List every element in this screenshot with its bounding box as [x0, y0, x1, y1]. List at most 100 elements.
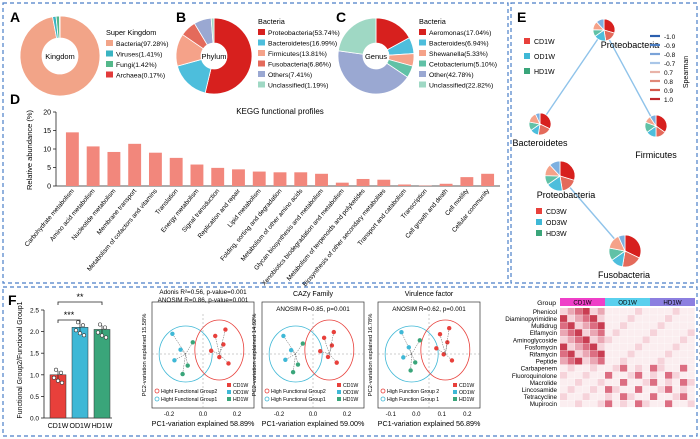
heatmap-cell-2-13	[657, 322, 665, 329]
sig-label-outer: **	[76, 292, 84, 302]
heatmap-cell-2-2	[575, 322, 583, 329]
heatmap-cell-6-10	[635, 350, 643, 358]
ratio-point-2-3	[98, 322, 103, 327]
heatmap-cell-0-9	[627, 308, 635, 315]
pcoa-cazy-title: CAZy Family	[293, 291, 334, 298]
kingdom-legend-swatch-3	[106, 71, 113, 78]
heatmap-column-label-0: CD1W	[573, 300, 591, 307]
heatmap-cell-3-3	[582, 329, 590, 337]
ratio-point-1-4	[82, 333, 87, 338]
heatmap-cell-13-8	[620, 400, 628, 408]
pcoa-cazy-legend-group-marker-1	[264, 396, 270, 402]
panel-letter-f: F	[8, 292, 17, 308]
pcoa-adonis-legend-series-0: CD1W	[233, 383, 248, 389]
kingdom-legend-label-0: Bacteria(97.28%)	[116, 41, 169, 48]
kegg-ylabel: Relative abundance (%)	[25, 109, 34, 190]
colorbar-tick-2: -0.8	[664, 52, 676, 59]
network-node-2-slice-0	[655, 114, 668, 133]
kegg-bar-chart: KEGG functional profiles Relative abunda…	[24, 107, 500, 288]
pcoa-cazy-spider-10	[320, 350, 330, 355]
heatmap-row-label-12: Tetracycline	[524, 394, 558, 401]
pcoa-virulence-point-5	[408, 368, 413, 373]
ratio-point-0-4	[59, 380, 64, 385]
heatmap-cell-7-3	[582, 357, 590, 365]
heatmap-cell-4-1	[567, 336, 575, 344]
heatmap-cell-3-13	[657, 329, 665, 337]
network-legend1-swatch-2	[524, 68, 530, 74]
heatmap-cell-0-17	[687, 308, 695, 315]
pcoa-virulence-spider-3	[403, 353, 412, 358]
heatmap-cell-2-0	[560, 322, 568, 329]
heatmap-cell-13-6	[605, 400, 613, 408]
heatmap-cell-2-10	[635, 322, 643, 329]
heatmap-row-label-7: Peptide	[536, 359, 558, 366]
heatmap-cell-13-10	[635, 400, 643, 408]
ratio-point-0-0	[51, 375, 56, 380]
pcoa-adonis-legend-series-marker-2	[227, 397, 231, 401]
pcoa-adonis-legend-series-marker-0	[227, 383, 231, 387]
heatmap-cell-0-4	[590, 308, 598, 315]
heatmap-cell-1-14	[665, 315, 673, 322]
heatmap-cell-1-12	[650, 315, 658, 322]
heatmap-cell-12-3	[582, 393, 590, 400]
heatmap-cell-13-9	[627, 400, 635, 408]
pcoa-cazy-xtick-2: 0.2	[343, 412, 352, 418]
heatmap-cell-7-9	[627, 357, 635, 365]
heatmap-cell-2-7	[612, 322, 620, 329]
heatmap-cell-10-11	[642, 379, 650, 386]
heatmap-cell-6-2	[575, 350, 583, 358]
network-legend2-label-2: HD3W	[546, 231, 567, 238]
kegg-category-label-18: Cell growth and death	[404, 187, 450, 239]
heatmap-cell-11-10	[635, 386, 643, 393]
heatmap-cell-4-15	[672, 336, 680, 344]
heatmap-cell-5-14	[665, 343, 673, 351]
pie-genus: GenusBacteriaAeromonas(17.04%)Bacteroide…	[337, 17, 497, 95]
pcoa-virulence-spider-5	[410, 353, 412, 371]
heatmap-column-band-2	[650, 298, 695, 306]
heatmap-cell-10-8	[620, 379, 628, 386]
heatmap-cell-2-15	[672, 322, 680, 329]
pcoa-cazy-spider-6	[323, 337, 330, 355]
heatmap-column-band-0	[560, 298, 605, 306]
heatmap-cell-0-14	[665, 308, 673, 315]
heatmap-cell-12-9	[627, 393, 635, 400]
heatmap-cell-2-1	[567, 322, 575, 329]
heatmap-cell-3-14	[665, 329, 673, 337]
heatmap-row-header: Group	[537, 300, 556, 307]
ratio-point-0-1	[58, 370, 63, 375]
ratio-bar-1	[71, 327, 89, 419]
heatmap-cell-7-17	[687, 357, 695, 365]
heatmap-cell-8-1	[567, 364, 575, 372]
network-node-label-2: Firmicutes	[635, 150, 677, 160]
ratio-point-0-3	[53, 367, 58, 372]
ratio-ylabel: Functional Group2/Functional Group1	[17, 301, 24, 418]
heatmap-cell-8-15	[672, 364, 680, 372]
network-legend1-label-2: HD1W	[534, 69, 555, 76]
heatmap-cell-12-4	[590, 393, 598, 400]
pcoa-virulence-legend-group-1: High Function Group 1	[387, 397, 439, 403]
heatmap-cell-4-4	[590, 336, 598, 344]
heatmap-row-label-10: Macrolide	[530, 380, 558, 387]
pcoa-adonis-legend-series-2: HD1W	[233, 397, 248, 403]
heatmap-cell-4-5	[597, 336, 605, 344]
genus-hole	[363, 43, 389, 69]
heatmap-cell-8-16	[680, 364, 688, 372]
network-node-0-slice-5	[595, 18, 605, 32]
kingdom-legend-label-2: Fungi(1.42%)	[116, 62, 157, 69]
heatmap-cell-11-13	[657, 386, 665, 393]
pcoa-cazy-legend-group-0: High Functional Group2	[271, 389, 326, 395]
heatmap-cell-8-5	[597, 364, 605, 372]
heatmap-cell-11-17	[687, 386, 695, 393]
colorbar-tick-7: 1.0	[664, 97, 673, 104]
frame-top-left	[2, 2, 509, 284]
ratio-point-0-2	[55, 378, 60, 383]
heatmap-cell-3-11	[642, 329, 650, 337]
heatmap-cell-5-9	[627, 343, 635, 351]
heatmap-cell-0-12	[650, 308, 658, 315]
pcoa-virulence-legend-series-marker-2	[453, 397, 457, 401]
heatmap-cell-4-6	[605, 336, 613, 344]
heatmap-cell-12-2	[575, 393, 583, 400]
heatmap-cell-9-12	[650, 371, 658, 379]
heatmap-cell-11-12	[650, 386, 658, 393]
